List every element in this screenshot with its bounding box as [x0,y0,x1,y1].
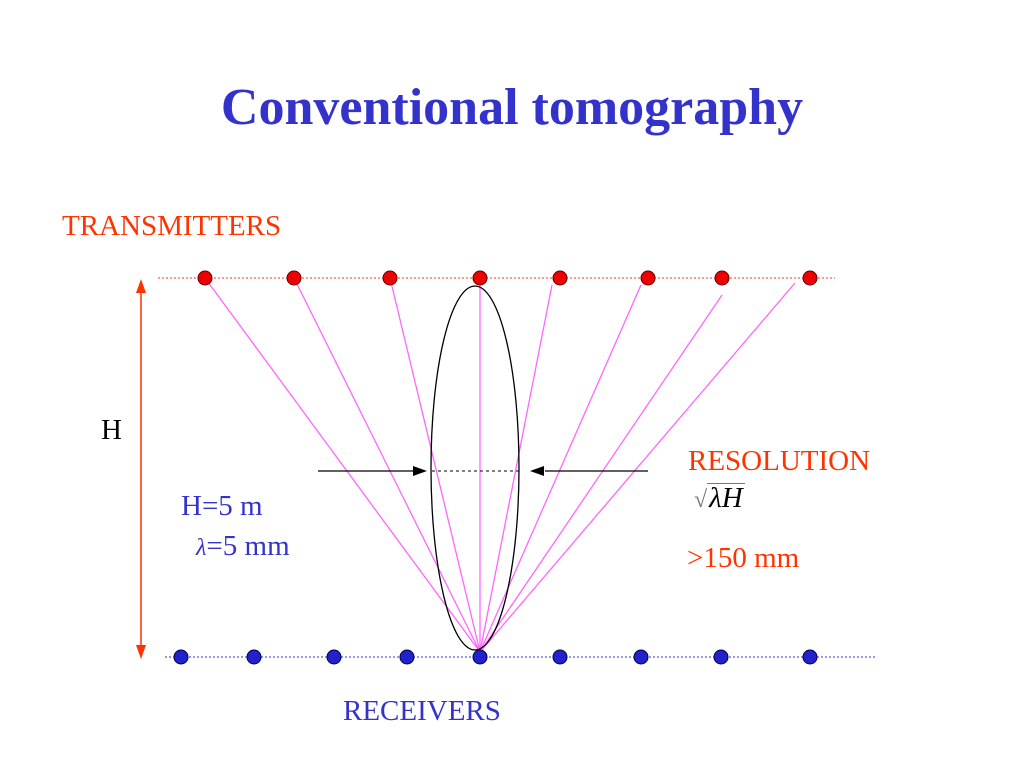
receiver-dot [246,649,262,665]
receiver-dot [173,649,189,665]
ray [389,277,481,653]
ray [204,277,481,653]
height-label: H [101,414,122,446]
height-arrow-bottom [136,645,146,659]
resolution-value: >150 mm [687,542,800,574]
ray [293,277,481,653]
wavelength-value: λ=5 mm [196,530,290,563]
receiver-dot [633,649,649,665]
ray [479,294,723,653]
resolution-formula: √λH [694,482,745,515]
transmitter-dot [382,270,398,286]
page-title: Conventional tomography [220,79,804,136]
lambda-symbol: λ [196,535,207,561]
wavelength-number: =5 mm [206,530,290,562]
transmitter-dot [640,270,656,286]
transmitter-group [197,270,818,286]
height-arrow-top [136,279,146,293]
receivers-label: RECEIVERS [343,695,501,727]
right-arrow-head [530,466,544,476]
receiver-dot [326,649,342,665]
ray [479,282,796,653]
transmitter-dot [286,270,302,286]
transmitter-dot [552,270,568,286]
transmitter-dot [714,270,730,286]
receiver-dot [399,649,415,665]
transmitter-dot [802,270,818,286]
ray [479,284,642,653]
receiver-dot [472,649,488,665]
fresnel-zone-ellipse [430,285,520,651]
receiver-group [173,649,818,665]
formula-radicand: λH [707,482,745,514]
transmitter-dot [197,270,213,286]
receiver-dot [802,649,818,665]
transmitters-label: TRANSMITTERS [62,210,282,242]
left-arrow-head [413,466,427,476]
ray [479,284,553,653]
receiver-dot [713,649,729,665]
receiver-dot [552,649,568,665]
sqrt-symbol: √ [694,487,708,513]
height-value: H=5 m [181,490,263,522]
resolution-label: RESOLUTION [688,445,871,477]
transmitter-dot [472,270,488,286]
